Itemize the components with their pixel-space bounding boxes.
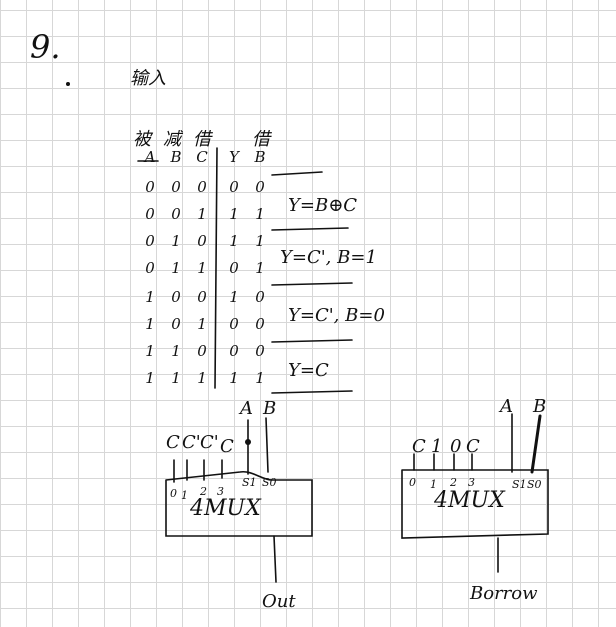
cell-b: 1 <box>171 259 181 277</box>
cell-a: 1 <box>145 315 155 333</box>
cell-a: 0 <box>145 259 155 277</box>
cell-y: 1 <box>229 205 239 223</box>
header-subtrahend: 减 <box>163 129 181 150</box>
mux-right-select-a: A <box>500 396 513 417</box>
equation-rows-01: Y=B⊕C <box>288 195 358 216</box>
cell-a: 0 <box>145 205 155 223</box>
cell-borrow: 0 <box>255 315 265 333</box>
mux-right-input-3: C <box>466 436 480 457</box>
col-c-header: C <box>196 148 208 166</box>
cell-borrow: 0 <box>255 178 265 196</box>
mux-right-box <box>401 469 549 539</box>
cell-a: 0 <box>145 232 155 250</box>
cell-a: 1 <box>145 369 155 387</box>
mux-left-input-2: C' <box>200 432 219 453</box>
table-separator <box>214 147 218 389</box>
cell-c: 0 <box>197 178 207 196</box>
mux-left-index-1: 1 <box>181 489 188 502</box>
bracket-line <box>271 227 349 231</box>
cell-c: 1 <box>197 369 207 387</box>
mux-left-input-0: C <box>166 432 180 453</box>
cell-y: 1 <box>229 288 239 306</box>
mux-right-s0-label: S0 <box>527 478 542 491</box>
cell-y: 0 <box>229 178 239 196</box>
cell-borrow: 1 <box>255 232 265 250</box>
mux-left-name: 4MUX <box>190 496 261 521</box>
cell-c: 0 <box>197 232 207 250</box>
mux-right-input-2: 0 <box>450 436 462 457</box>
cell-borrow: 1 <box>255 205 265 223</box>
header-borrow-out: 借 <box>252 129 270 150</box>
mux-right-index-0: 0 <box>409 476 416 489</box>
mux-right-output: Borrow <box>470 583 538 604</box>
cell-y: 1 <box>229 232 239 250</box>
cell-b: 0 <box>171 205 181 223</box>
mux-right-index-2: 2 <box>450 476 457 489</box>
input-label: 输入 <box>130 68 166 89</box>
cell-c: 0 <box>197 342 207 360</box>
cell-b: 1 <box>171 232 181 250</box>
equation-rows-67: Y=C <box>288 360 329 381</box>
mux-left-box <box>165 470 313 537</box>
equation-rows-45: Y=C', B=0 <box>288 305 385 326</box>
mux-right-input-0: C <box>412 436 426 457</box>
cell-c: 0 <box>197 288 207 306</box>
cell-b: 1 <box>171 369 181 387</box>
cell-b: 0 <box>171 315 181 333</box>
cell-a: 1 <box>145 342 155 360</box>
bracket-line <box>271 390 353 394</box>
wire <box>530 414 542 474</box>
cell-b: 0 <box>171 288 181 306</box>
bracket-line <box>271 171 323 176</box>
mux-left-input-1: C' <box>182 432 201 453</box>
cell-a: 1 <box>145 288 155 306</box>
wire <box>265 417 269 473</box>
cell-borrow: 0 <box>255 288 265 306</box>
mux-right-select-b: B <box>533 396 547 417</box>
cell-borrow: 0 <box>255 342 265 360</box>
problem-number: 9. <box>30 28 61 66</box>
cell-c: 1 <box>197 205 207 223</box>
problem-dot <box>66 82 70 86</box>
cell-borrow: 1 <box>255 369 265 387</box>
cell-b: 1 <box>171 342 181 360</box>
mux-left-index-2: 2 <box>200 485 207 498</box>
mux-right-name: 4MUX <box>434 488 505 513</box>
cell-y: 0 <box>229 342 239 360</box>
cell-c: 1 <box>197 259 207 277</box>
mux-left-output: Out <box>262 591 296 612</box>
bracket-line <box>271 339 353 343</box>
mux-left-select-a: A <box>240 398 253 419</box>
wire <box>273 535 277 583</box>
mux-left-index-3: 3 <box>217 485 224 498</box>
mux-left-index-0: 0 <box>170 487 177 500</box>
header-minuend: 被 <box>133 129 151 150</box>
col-b-header: B <box>170 148 182 166</box>
wire-junction <box>245 439 251 445</box>
col-bo-header: B <box>254 148 266 166</box>
cell-b: 0 <box>171 178 181 196</box>
mux-left-input-3: C <box>220 436 234 457</box>
equation-rows-23: Y=C', B=1 <box>280 247 377 268</box>
mux-left-s1-label: S1 <box>242 476 257 489</box>
cell-borrow: 1 <box>255 259 265 277</box>
mux-right-index-1: 1 <box>430 478 437 491</box>
cell-a: 0 <box>145 178 155 196</box>
header-borrow-in: 借 <box>193 129 211 150</box>
col-y-header: Y <box>229 148 239 166</box>
bracket-line <box>271 282 353 286</box>
mux-left-select-b: B <box>263 398 277 419</box>
mux-right-s1-label: S1 <box>512 478 527 491</box>
col-a-header: A <box>144 148 156 166</box>
mux-right-input-1: 1 <box>431 436 443 457</box>
mux-right-index-3: 3 <box>468 476 475 489</box>
cell-c: 1 <box>197 315 207 333</box>
cell-y: 1 <box>229 369 239 387</box>
cell-y: 0 <box>229 259 239 277</box>
cell-y: 0 <box>229 315 239 333</box>
